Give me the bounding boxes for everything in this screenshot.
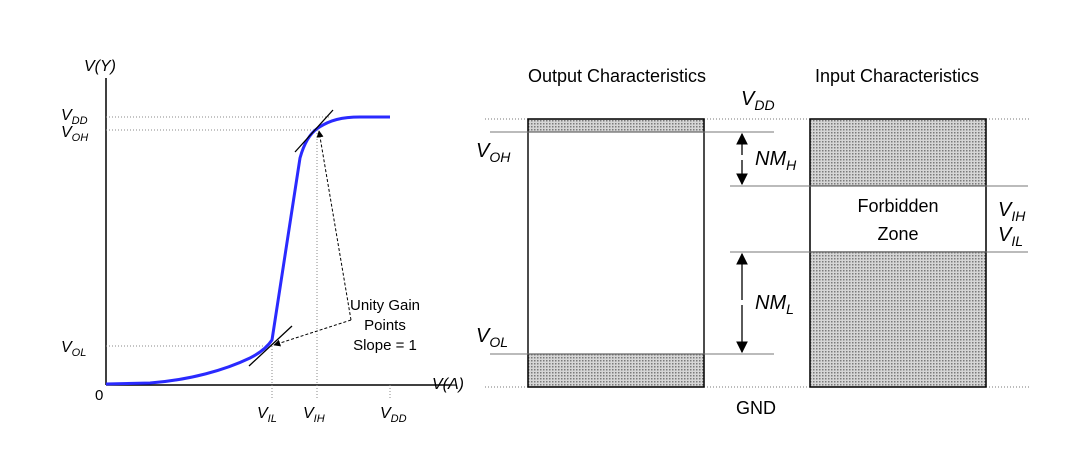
input-low-region <box>809 251 987 388</box>
output-high-band <box>527 118 705 133</box>
unity-gain-tangent-high <box>294 109 334 153</box>
output-column <box>527 118 705 388</box>
voh-level-label: VOH <box>476 140 511 165</box>
gnd-label: GND <box>736 398 776 418</box>
annotation-line-2: Points <box>364 317 406 334</box>
forbidden-zone-label-1: Forbidden <box>857 196 938 216</box>
x-tick-vdd: VDD <box>380 405 407 425</box>
y-tick-voh: VOH <box>61 124 88 144</box>
unity-gain-tangent-low <box>248 325 293 367</box>
x-tick-vih: VIH <box>303 405 325 425</box>
vdd-level-label: VDD <box>741 88 775 113</box>
annotation-pointer-high <box>316 130 352 321</box>
transfer-curve <box>105 115 390 386</box>
y-axis-label: V(Y) <box>84 58 116 75</box>
vih-level-label: VIH <box>998 199 1026 224</box>
input-column <box>809 118 987 388</box>
unity-gain-annotation: Unity Gain Points Slope = 1 <box>273 130 420 354</box>
annotation-line-1: Unity Gain <box>350 297 420 314</box>
annotation-pointer-low <box>273 319 352 347</box>
input-high-region <box>809 118 987 187</box>
nmh-label: NMH <box>755 148 797 173</box>
annotation-line-3: Slope = 1 <box>353 337 417 354</box>
x-tick-vil: VIL <box>257 405 277 425</box>
transfer-characteristic-plot: V(Y) V(A) 0 VDD VOH VOL VIL VIH VDD Unit… <box>61 58 464 425</box>
x-axis-label: V(A) <box>432 376 464 393</box>
input-characteristics-title: Input Characteristics <box>815 66 979 86</box>
vol-level-label: VOL <box>476 325 508 350</box>
origin-label: 0 <box>95 387 103 404</box>
nml-label: NML <box>755 292 794 317</box>
y-tick-vol: VOL <box>61 339 86 359</box>
vil-level-label: VIL <box>998 224 1023 249</box>
y-tick-vdd: VDD <box>61 107 88 127</box>
noise-margin-diagram: Output Characteristics Input Characteris… <box>476 66 1030 418</box>
output-characteristics-title: Output Characteristics <box>528 66 706 86</box>
forbidden-zone-label-2: Zone <box>877 224 918 244</box>
output-low-band <box>527 353 705 388</box>
